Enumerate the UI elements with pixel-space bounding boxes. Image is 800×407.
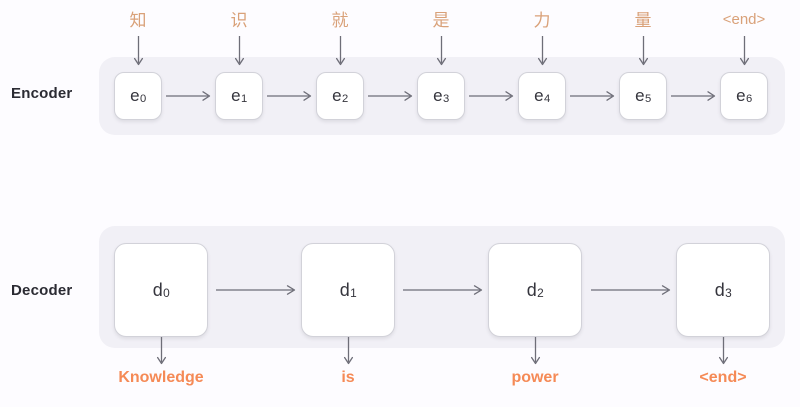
decoder-arrow-1-2 xyxy=(403,285,483,295)
encoder-cell-5-sub: 5 xyxy=(645,93,652,106)
encoder-cell-1-sub: 1 xyxy=(241,93,248,106)
encoder-arrow-1-2 xyxy=(267,91,312,101)
encoder-arrow-2-3 xyxy=(368,91,413,101)
input-token-2: 就 xyxy=(331,11,349,30)
output-arrow-1 xyxy=(343,337,354,365)
encoder-row-label: Encoder xyxy=(11,85,73,102)
input-arrow-4 xyxy=(537,36,548,66)
output-arrow-2 xyxy=(530,337,541,365)
encoder-arrow-4-5 xyxy=(570,91,615,101)
decoder-cell-1-base: d xyxy=(339,279,350,300)
encoder-cell-5-base: e xyxy=(635,86,645,105)
decoder-cell-0-sub: 0 xyxy=(163,286,170,301)
encoder-cell-6-sub: 6 xyxy=(746,93,753,106)
input-arrow-6 xyxy=(739,36,750,66)
input-token-5: 量 xyxy=(634,11,652,30)
output-word-3: <end> xyxy=(699,369,747,386)
encoder-cell-2-base: e xyxy=(332,86,342,105)
decoder-arrow-0-1 xyxy=(216,285,296,295)
decoder-cell-2-base: d xyxy=(526,279,537,300)
decoder-panel xyxy=(99,226,785,348)
output-word-0: Knowledge xyxy=(118,369,204,386)
input-arrow-5 xyxy=(638,36,649,66)
input-arrow-2 xyxy=(335,36,346,66)
encoder-cell-2-sub: 2 xyxy=(342,93,349,106)
input-token-0: 知 xyxy=(129,11,147,30)
decoder-cell-3-base: d xyxy=(714,279,725,300)
input-arrow-0 xyxy=(133,36,144,66)
encoder-cell-3-base: e xyxy=(433,86,443,105)
encoder-cell-1-base: e xyxy=(231,86,241,105)
input-token-3: 是 xyxy=(432,11,450,30)
decoder-cell-3-sub: 3 xyxy=(725,286,732,301)
output-word-1: is xyxy=(341,369,355,386)
input-token-1: 识 xyxy=(230,11,248,30)
decoder-cell-2-sub: 2 xyxy=(537,286,544,301)
decoder-cell-1-sub: 1 xyxy=(350,286,357,301)
encoder-arrow-0-1 xyxy=(166,91,211,101)
input-arrow-1 xyxy=(234,36,245,66)
input-token-4: 力 xyxy=(533,11,551,30)
encoder-cell-4-sub: 4 xyxy=(544,93,551,106)
decoder-arrow-2-3 xyxy=(591,285,671,295)
encoder-cell-0-base: e xyxy=(130,86,140,105)
encoder-cell-4-base: e xyxy=(534,86,544,105)
output-arrow-3 xyxy=(718,337,729,365)
output-word-2: power xyxy=(511,369,559,386)
decoder-cell-0-base: d xyxy=(152,279,163,300)
input-token-6: <end> xyxy=(722,11,766,28)
encoder-cell-0-sub: 0 xyxy=(140,93,147,106)
encoder-arrow-3-4 xyxy=(469,91,514,101)
output-arrow-0 xyxy=(156,337,167,365)
encoder-cell-3-sub: 3 xyxy=(443,93,450,106)
decoder-row-label: Decoder xyxy=(11,282,73,299)
input-arrow-3 xyxy=(436,36,447,66)
encoder-arrow-5-6 xyxy=(671,91,716,101)
encoder-cell-6-base: e xyxy=(736,86,746,105)
